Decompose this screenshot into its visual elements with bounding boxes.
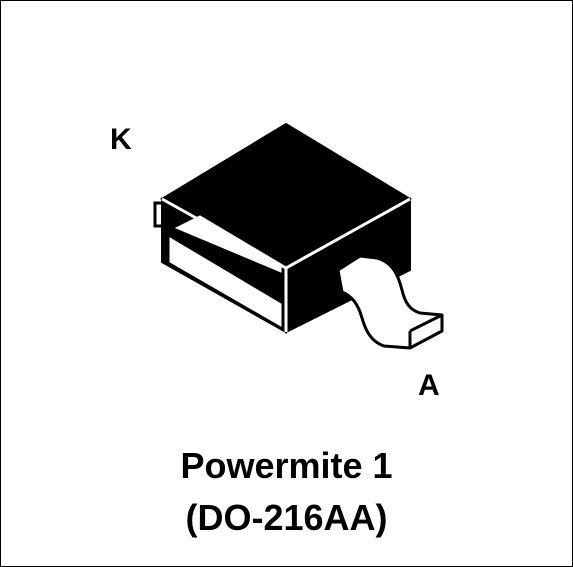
cathode-label: K [110, 123, 132, 156]
anode-label: A [418, 369, 440, 402]
package-name: Powermite 1 [180, 445, 393, 486]
anode-lead [336, 254, 444, 350]
package-designation: (DO-216AA) [185, 497, 388, 538]
anode-lead-crease [409, 313, 443, 333]
package-front-bevel [169, 237, 282, 327]
